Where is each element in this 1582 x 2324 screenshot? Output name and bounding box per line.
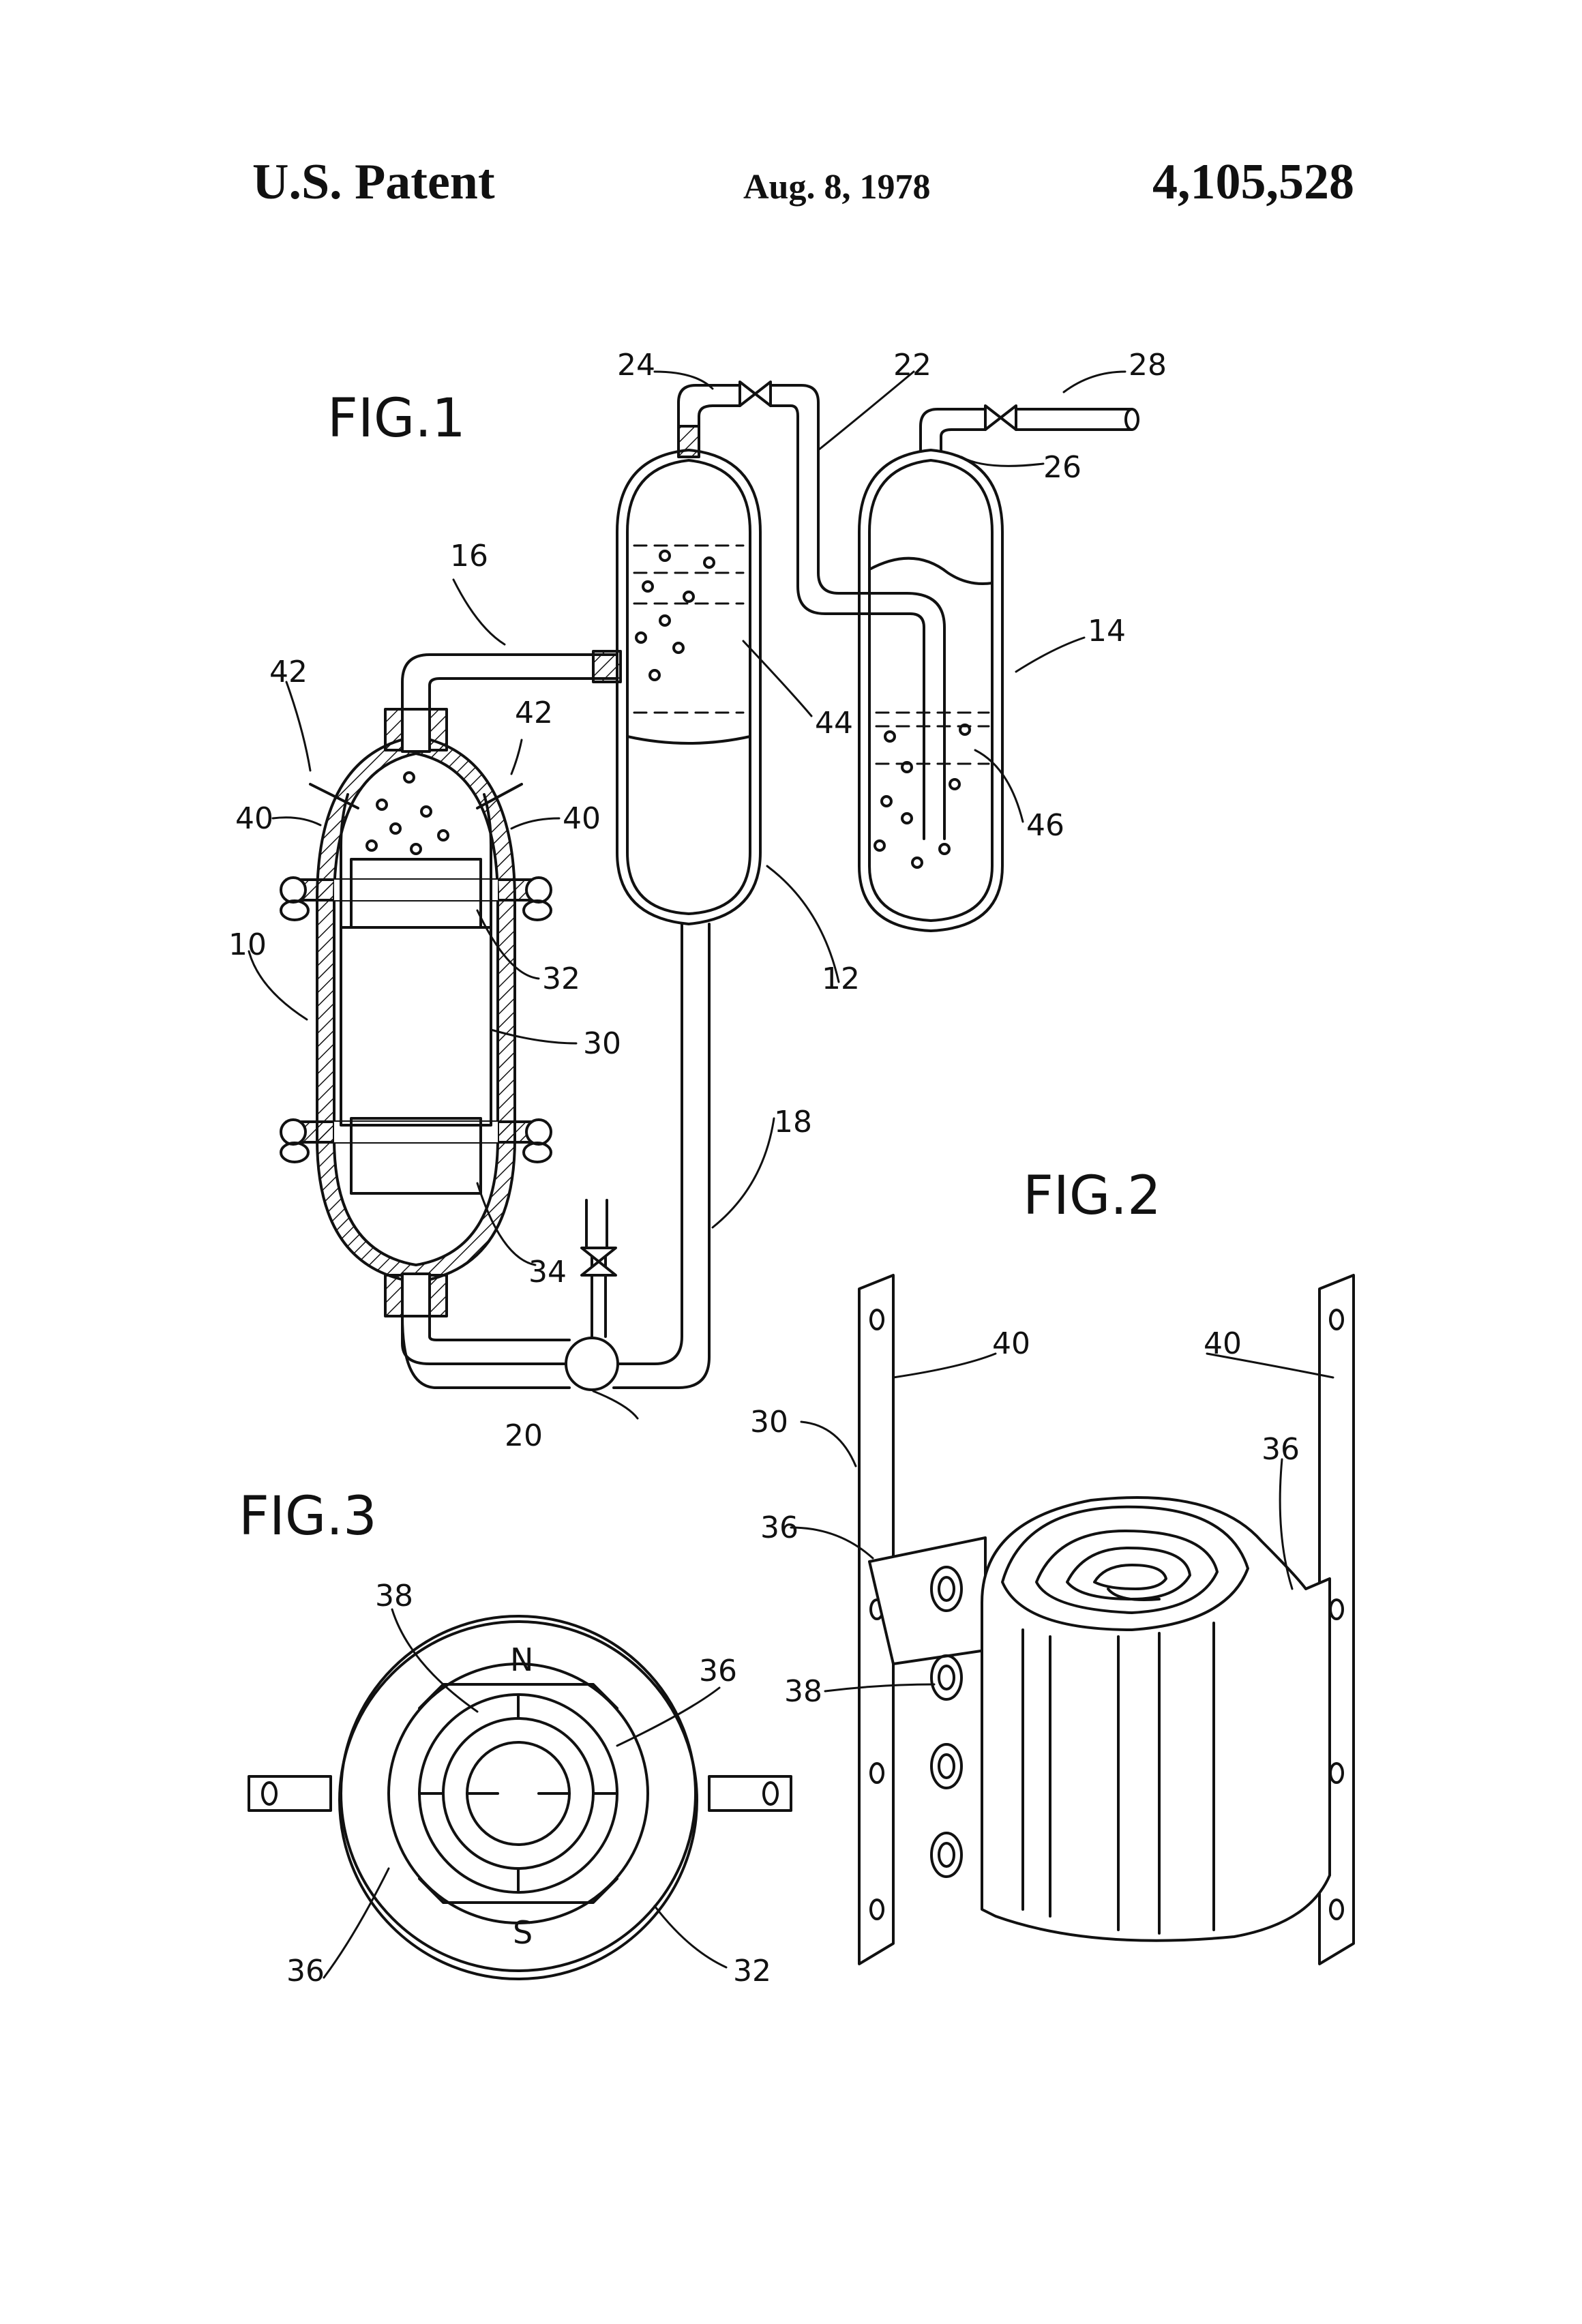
- fig1-drawing: [249, 372, 1138, 1418]
- ref-28: 28: [1129, 348, 1167, 383]
- ref-40-fig2-left: 40: [992, 1326, 1030, 1361]
- pole-south: S: [513, 1914, 533, 1951]
- fig3-label: FIG.3: [239, 1486, 377, 1547]
- ref-38-fig3: 38: [375, 1579, 413, 1613]
- pipe-16: [402, 651, 621, 709]
- ref-12: 12: [822, 962, 860, 996]
- ref-42-right: 42: [515, 696, 553, 730]
- ref-44: 44: [815, 706, 853, 741]
- trap-vessel-14: [859, 406, 1138, 931]
- pole-north: N: [510, 1641, 533, 1678]
- spiral-36: [419, 1684, 617, 1903]
- ref-40-right: 40: [563, 801, 601, 836]
- ref-46: 46: [1026, 808, 1064, 843]
- ref-16: 16: [450, 539, 488, 573]
- fig2-drawing: [791, 1275, 1354, 1964]
- ref-24: 24: [617, 348, 655, 383]
- ref-34: 34: [528, 1255, 567, 1290]
- ref-20: 20: [505, 1418, 543, 1453]
- reactor-vessel-10: [281, 709, 551, 1316]
- ref-18: 18: [774, 1105, 812, 1139]
- separator-vessel-12: [617, 426, 760, 924]
- ref-30-fig2: 30: [750, 1405, 788, 1440]
- fig1-label: FIG.1: [327, 388, 466, 449]
- ref-26: 26: [1043, 450, 1081, 485]
- pump-20: [566, 1200, 618, 1390]
- ref-36-fig2-left: 36: [760, 1510, 799, 1545]
- ref-40-left: 40: [235, 801, 273, 836]
- ref-22: 22: [893, 348, 931, 383]
- ref-36-fig3-left: 36: [286, 1954, 325, 1988]
- ref-32-fig3: 32: [733, 1954, 771, 1988]
- ref-14: 14: [1088, 614, 1126, 649]
- ref-40-fig2-right: 40: [1204, 1326, 1242, 1361]
- coil-30: [982, 1498, 1330, 1941]
- ref-36-fig3-right: 36: [699, 1654, 737, 1688]
- ref-10: 10: [228, 927, 267, 962]
- ref-42-left: 42: [269, 655, 308, 689]
- ref-38-fig2: 38: [784, 1674, 822, 1709]
- ref-30-fig1: 30: [583, 1026, 621, 1061]
- fig2-label: FIG.2: [1023, 1165, 1161, 1227]
- ref-32-fig1: 32: [542, 962, 580, 996]
- ref-36-fig2-right: 36: [1262, 1432, 1300, 1467]
